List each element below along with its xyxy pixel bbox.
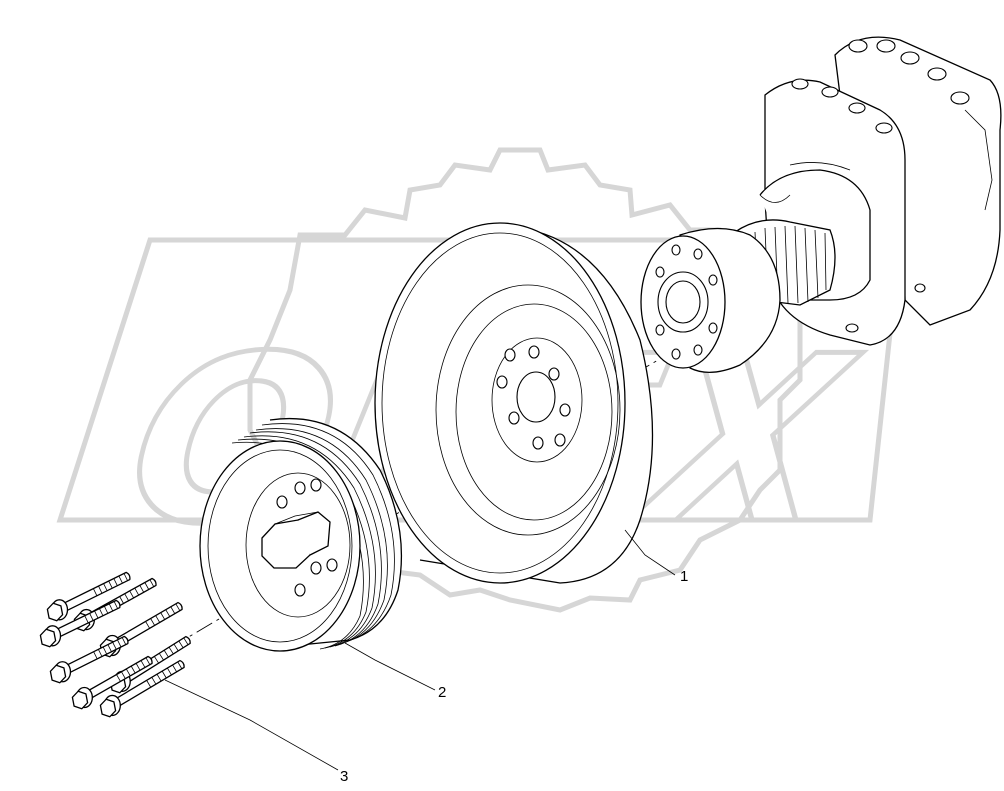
- pulley: [199, 417, 403, 652]
- leader-line-2: [344, 642, 436, 691]
- callout-1: 1: [680, 568, 688, 585]
- bolt: [71, 655, 153, 710]
- bolt: [46, 571, 131, 622]
- callout-2: 2: [438, 684, 446, 701]
- watermark-frame: [56, 237, 903, 523]
- leader-lines: [164, 529, 676, 771]
- leader-line-3: [164, 679, 339, 771]
- leader-line-1: [624, 529, 676, 576]
- callout-3: 3: [340, 768, 348, 785]
- bolt: [49, 635, 129, 684]
- bolt: [39, 599, 121, 648]
- damper-disc: [374, 222, 654, 584]
- bolt: [99, 659, 185, 718]
- bolt-set: [39, 571, 191, 718]
- crankshaft: [640, 36, 1002, 373]
